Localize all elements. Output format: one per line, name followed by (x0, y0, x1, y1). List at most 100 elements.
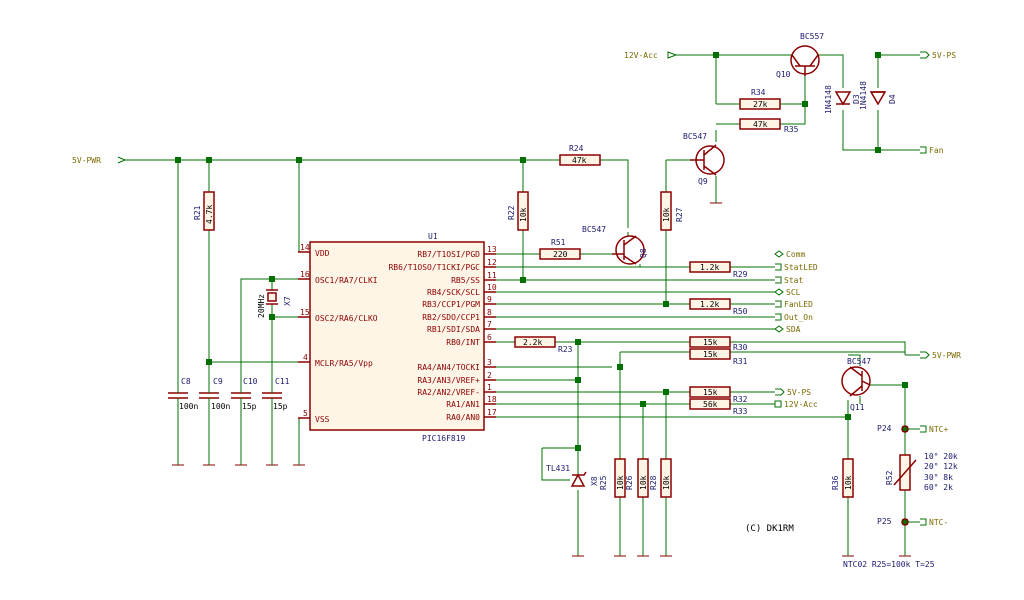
x7-ref: X7 (283, 296, 292, 306)
net-ntc-minus: NTC- (929, 518, 948, 527)
resistor-r27 (660, 191, 672, 231)
pin-name-vss: VSS (315, 415, 330, 424)
resistor-r33 (689, 398, 731, 410)
ic-right-pin-number: 1 (487, 383, 492, 392)
ground-symbols (172, 176, 911, 557)
ic-right-pin-name: RB0/INT (446, 338, 480, 347)
capacitors: C8 100n C9 100n C10 15p C11 15p (168, 377, 290, 411)
resistor-r31 (689, 348, 731, 360)
ic-right-pin-name: RA4/AN4/TOCKI (417, 363, 480, 372)
capacitor-c9 (199, 378, 219, 410)
q8-ref: Q8 (639, 248, 648, 258)
resistor-r21 (203, 191, 215, 231)
connector-p24 (901, 425, 909, 433)
capacitor-c10 (231, 378, 251, 410)
c8-value: 100n (179, 402, 198, 411)
ic-ref: U1 (428, 232, 438, 241)
r31-value: 15k (703, 350, 718, 359)
resistor-r28 (660, 458, 672, 498)
q10-ref: Q10 (776, 70, 791, 79)
pin-num-vdd: 14 (300, 243, 310, 252)
resistor-r34 (739, 98, 781, 110)
r35-value: 47k (753, 120, 768, 129)
ic-right-pin-name: RB3/CCP1/PGM (422, 300, 480, 309)
net-5v-ps-out: 5V-PS (932, 51, 956, 60)
net-sda: SDA (786, 325, 801, 334)
r34-ref: R34 (751, 88, 766, 97)
q10-value: BC557 (800, 32, 824, 41)
x8-ref: X8 (590, 476, 599, 486)
ic-right-pin-name: RB2/SDO/CCP1 (422, 313, 480, 322)
q9-ref: Q9 (698, 177, 708, 186)
net-5v-pwr-right: 5V-PWR (932, 351, 961, 360)
c8-ref: C8 (181, 377, 191, 386)
net-statled: StatLED (784, 263, 818, 272)
c10-ref: C10 (243, 377, 258, 386)
c9-value: 100n (211, 402, 230, 411)
r25-ref: R25 (599, 475, 608, 490)
pin-num-osc2: 15 (300, 308, 310, 317)
pin-num-vss: 5 (303, 409, 308, 418)
r32-ref: R32 (733, 395, 748, 404)
ic-right-pin-number: 18 (487, 395, 497, 404)
r24-value: 47k (572, 156, 587, 165)
ntc-note: NTC02 R25=100k T=25 (843, 560, 935, 569)
ic-right-pin-name: RB5/SS (451, 276, 480, 285)
r24-ref: R24 (569, 144, 584, 153)
r51-value: 220 (553, 250, 568, 259)
d4-value: 1N4148 (859, 81, 868, 110)
r51-ref: R51 (551, 238, 566, 247)
ic-right-pin-number: 10 (487, 283, 497, 292)
net-12v-acc-right: 12V-Acc (784, 400, 818, 409)
ic-right-pin-name: RB1/SDI/SDA (427, 325, 480, 334)
ntc-table-row-2: 20° 12k (924, 462, 958, 471)
ic-right-pin-name: RA1/AN1 (446, 400, 480, 409)
ic-right-pin-number: 12 (487, 258, 497, 267)
resistor-r32 (689, 386, 731, 398)
net-out-on: Out_On (784, 313, 813, 322)
ntc-table-row-1: 10° 20k (924, 452, 958, 461)
r25-value: 10k (616, 475, 625, 490)
thermistor-r52 (893, 454, 917, 491)
pin-num-osc1: 16 (300, 270, 310, 279)
c11-ref: C11 (275, 377, 290, 386)
r32-value: 15k (703, 388, 718, 397)
r26-ref: R26 (625, 475, 634, 490)
net-comm: Comm (786, 250, 805, 259)
transistor-q8 (612, 235, 645, 265)
ic-body (309, 241, 485, 431)
ntc-table-row-3: 30° 8k (924, 473, 953, 482)
r23-value: 2.2k (523, 338, 542, 347)
resistor-r23 (514, 336, 556, 348)
ic-right-pin-number: 6 (487, 333, 492, 342)
pin-num-mclr: 4 (303, 353, 308, 362)
r28-ref: R28 (649, 475, 658, 490)
ic-right-pins: RB7/T1OSI/PGD13RB6/T1OSO/T1CKI/PGC12RB5/… (388, 245, 496, 422)
x7-value: 20MHz (257, 294, 266, 318)
r36-ref: R36 (831, 475, 840, 490)
copyright: (C) DK1RM (745, 524, 794, 534)
transistor-q10 (790, 45, 820, 76)
d4-ref: D4 (888, 94, 897, 104)
r28-value: 10k (662, 475, 671, 490)
r29-value: 1.2k (700, 263, 719, 272)
r29-ref: R29 (733, 270, 748, 279)
p24-ref: P24 (877, 424, 892, 433)
diode-d3 (834, 91, 852, 106)
resistor-r51 (539, 248, 581, 260)
net-fan: Fan (929, 146, 944, 155)
r35-ref: R35 (784, 125, 799, 134)
ic-right-pin-number: 11 (487, 271, 497, 280)
resistor-r24 (559, 154, 601, 166)
r31-ref: R31 (733, 357, 748, 366)
ic-right-pin-number: 3 (487, 358, 492, 367)
pin-name-osc2: OSC2/RA6/CLKO (315, 314, 378, 323)
capacitor-c11 (262, 378, 282, 410)
ntc-table-row-4: 60° 2k (924, 483, 953, 492)
capacitor-c8 (168, 378, 188, 410)
r34-value: 27k (753, 100, 768, 109)
d3-ref: D3 (852, 94, 861, 104)
r52-ref: R52 (885, 470, 894, 485)
connector-p25 (901, 518, 909, 526)
x8-value: TL431 (546, 464, 570, 473)
